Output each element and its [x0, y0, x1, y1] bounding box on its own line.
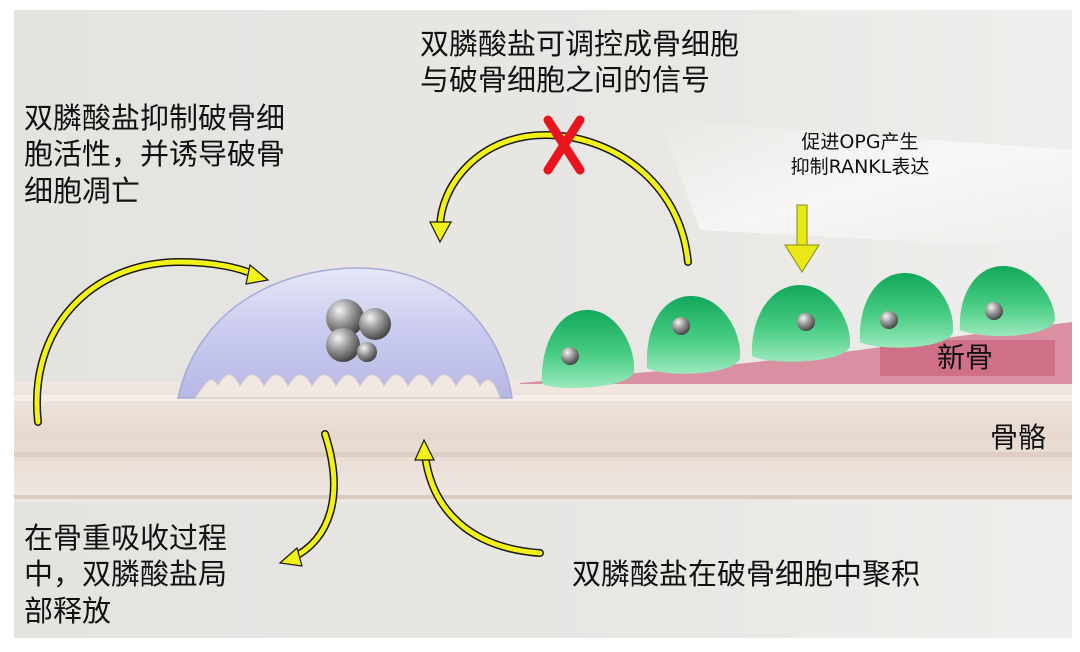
osteoblast-cells — [541, 266, 1055, 388]
nucleus-cluster-icon — [326, 299, 391, 362]
block-x-icon — [543, 115, 585, 175]
opg-label: 促进OPG产生 抑制RANKL表达 — [760, 130, 960, 179]
signal-label: 双膦酸盐可调控成骨细胞 与破骨细胞之间的信号 — [420, 26, 739, 99]
release-arrow — [278, 430, 338, 567]
release-label-line-1: 在骨重吸收过程 — [24, 521, 228, 555]
opg-label-line-2: 抑制RANKL表达 — [790, 155, 930, 178]
ruffled-border — [193, 374, 501, 399]
inhibit-label-line-3: 细胞凋亡 — [24, 173, 141, 208]
inhibit-label-line-1: 双膦酸盐抑制破骨细 — [24, 101, 286, 135]
release-label: 在骨重吸收过程 中，双膦酸盐局 部释放 — [24, 520, 227, 629]
accumulate-label: 双膦酸盐在破骨细胞中聚积 — [572, 557, 921, 591]
bone-stripe — [14, 452, 1072, 457]
inhibit-label-line-2: 胞活性，并诱导破骨 — [24, 137, 286, 172]
light-beam — [660, 120, 1072, 250]
signal-label-line-1: 双膦酸盐可调控成骨细胞 — [420, 27, 740, 61]
down-arrow-icon — [784, 204, 820, 273]
bone-highlight-top — [14, 395, 1072, 401]
opg-label-line-1: 促进OPG产生 — [801, 131, 919, 153]
accumulate-arrow — [414, 438, 544, 557]
signal-arrow — [429, 130, 692, 266]
bone-label: 骨骼 — [990, 421, 1047, 454]
inhibit-arrow — [32, 257, 270, 426]
bone-bottom-edge — [14, 495, 1072, 499]
bone-layer — [14, 382, 1072, 502]
release-label-line-3: 部释放 — [24, 593, 112, 628]
inhibit-label: 双膦酸盐抑制破骨细 胞活性，并诱导破骨 细胞凋亡 — [24, 100, 285, 209]
signal-label-line-2: 与破骨细胞之间的信号 — [420, 63, 711, 98]
new-bone-label: 新骨 — [937, 341, 994, 374]
release-label-line-2: 中，双膦酸盐局 — [24, 557, 228, 592]
